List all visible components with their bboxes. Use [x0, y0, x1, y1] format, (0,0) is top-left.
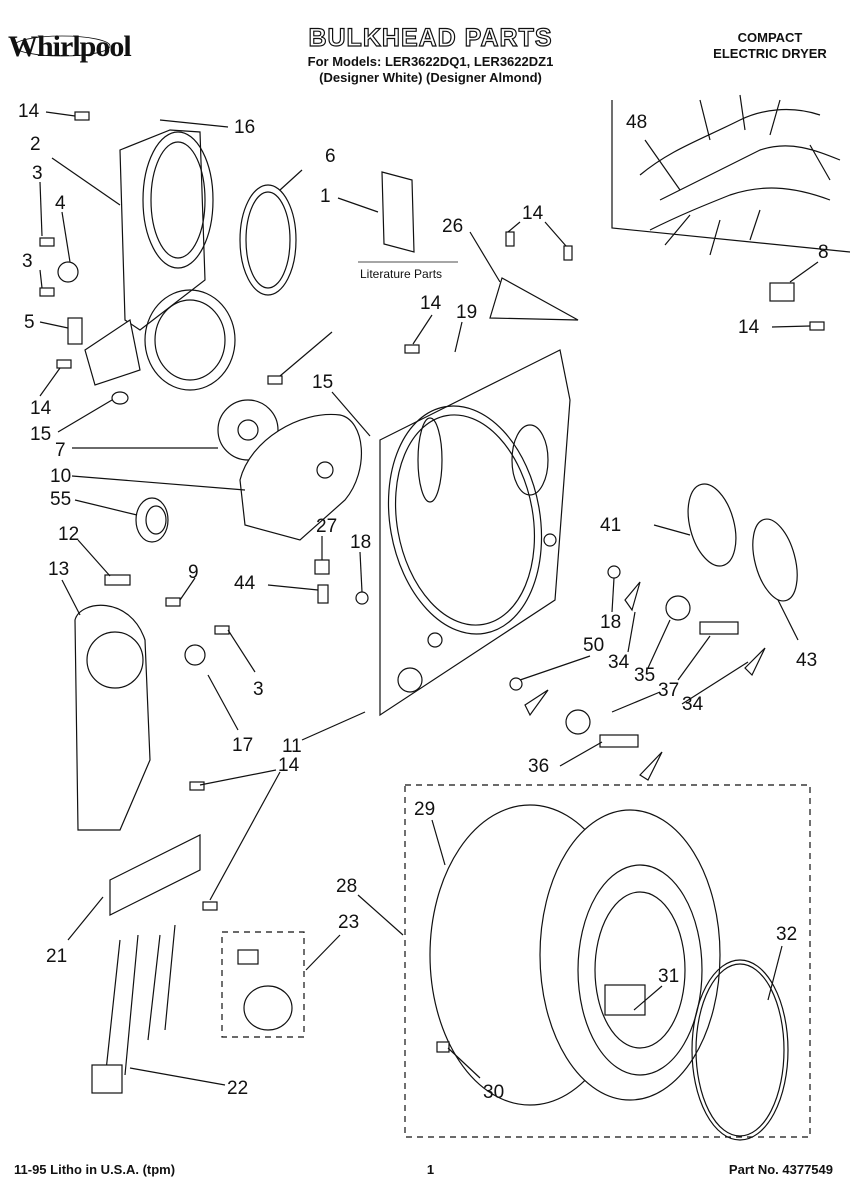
drum-seal-32	[691, 959, 789, 1141]
front-bulkhead	[119, 129, 214, 331]
callout: 2	[30, 134, 41, 155]
switch-8	[769, 282, 795, 302]
footer-print-info: 11-95 Litho in U.S.A. (tpm)	[14, 1162, 176, 1177]
callout: 3	[22, 251, 33, 272]
callout: 35	[634, 665, 655, 686]
bearing-17	[184, 644, 206, 666]
callout: 3	[32, 163, 43, 184]
duct-ring	[144, 289, 236, 391]
clip-12	[104, 574, 131, 586]
roller-35b	[565, 709, 591, 735]
blower-housing	[239, 413, 363, 541]
callout: 22	[227, 1078, 248, 1099]
kit-box-28	[404, 784, 811, 1138]
washer-18b	[607, 565, 621, 579]
callout: 37	[658, 680, 679, 701]
literature-label: Literature Parts	[360, 267, 442, 281]
shaft-36	[599, 734, 639, 748]
thermostat-bracket	[57, 261, 141, 405]
callout: 36	[528, 756, 549, 777]
callout: 28	[336, 876, 357, 897]
screw-44	[317, 584, 329, 604]
callout: 12	[58, 524, 79, 545]
product-type-line2: ELECTRIC DRYER	[713, 46, 827, 61]
motor-mount-plate	[74, 604, 151, 831]
callout: 17	[232, 735, 253, 756]
callout-labels: 14 16 2 6 3 4 1 48 26 14 3 5 14 19 8 14 …	[18, 101, 829, 1103]
callout: 16	[234, 117, 255, 138]
heater-element	[91, 834, 201, 1094]
callout: 14	[522, 203, 544, 224]
leader-lines	[39, 111, 819, 1086]
callout: 15	[312, 372, 333, 393]
callout: 1	[320, 186, 331, 207]
callout: 3	[253, 679, 264, 700]
callout: 14	[30, 398, 52, 419]
screw-30	[436, 1041, 450, 1053]
page-title: BULKHEAD PARTS	[308, 23, 553, 52]
callout: 55	[50, 489, 71, 510]
kit-box-23	[221, 931, 305, 1038]
clip-34d	[639, 751, 663, 781]
exhaust-grille	[687, 483, 798, 602]
clip-34c	[744, 647, 766, 677]
whirlpool-logo: Whirlpool	[8, 30, 132, 63]
shaft-37	[699, 621, 739, 635]
callout: 10	[50, 466, 71, 487]
clip-34a	[624, 581, 641, 612]
callout: 19	[456, 302, 477, 323]
washer-50	[509, 677, 523, 691]
callout: 7	[55, 440, 66, 461]
callout: 18	[600, 612, 621, 633]
logo-swoosh	[13, 35, 111, 57]
callout: 27	[316, 516, 337, 537]
callout: 11	[282, 736, 302, 757]
callout: 21	[46, 946, 67, 967]
bracket-26	[489, 277, 579, 321]
models-line: For Models: LER3622DQ1, LER3622DZ1	[307, 54, 554, 69]
screws-14	[39, 111, 825, 911]
callout: 6	[325, 146, 336, 167]
nut-27	[314, 559, 330, 575]
callout: 41	[600, 515, 621, 536]
callout: 15	[30, 424, 51, 445]
footer-page-number: 1	[426, 1162, 435, 1177]
callout: 34	[682, 694, 704, 715]
callout: 14	[738, 317, 760, 338]
callout: 9	[188, 562, 199, 583]
callout: 8	[818, 242, 829, 263]
callout: 32	[776, 924, 797, 945]
callout: 5	[24, 312, 35, 333]
callout: 26	[442, 216, 463, 237]
callout: 14	[420, 293, 442, 314]
callout: 29	[414, 799, 435, 820]
callout: 31	[658, 966, 679, 987]
callout: 50	[583, 635, 604, 656]
literature-parts	[358, 171, 458, 263]
callout: 43	[796, 650, 817, 671]
callout: 18	[350, 532, 371, 553]
clip-34b	[524, 689, 549, 717]
wiring-harness	[611, 94, 851, 256]
footer-part-number: Part No. 4377549	[728, 1162, 833, 1177]
roller-35a	[665, 595, 691, 621]
drive-belt-6	[239, 184, 297, 296]
callout: 48	[626, 112, 647, 133]
callout: 34	[608, 652, 630, 673]
seal-55	[135, 497, 169, 543]
product-type-line1: COMPACT	[737, 30, 803, 45]
colors-line: (Designer White) (Designer Almond)	[319, 70, 542, 85]
rear-bulkhead-panel	[379, 349, 571, 717]
callout: 44	[234, 573, 256, 594]
callout: 4	[55, 193, 66, 214]
callout: 23	[338, 912, 359, 933]
callout: 14	[278, 755, 300, 776]
callout: 13	[48, 559, 69, 580]
drum-29	[429, 804, 721, 1106]
washer-18	[355, 591, 369, 605]
callout: 14	[18, 101, 40, 122]
callout: 30	[483, 1082, 504, 1103]
